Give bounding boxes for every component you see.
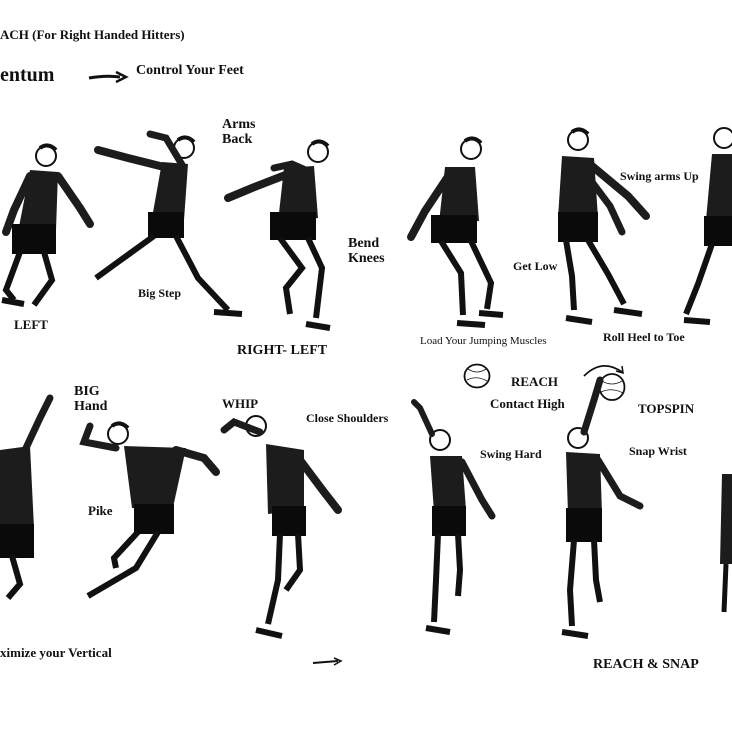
player-figure-icon xyxy=(718,474,732,614)
player-figure-icon xyxy=(222,138,342,333)
player-figure-icon xyxy=(405,133,510,333)
swing-hard-label: Swing Hard xyxy=(480,447,542,461)
topspin-label: TOPSPIN xyxy=(638,401,695,416)
snap-wrist-label: Snap Wrist xyxy=(629,444,687,458)
control-feet-label: Control Your Feet xyxy=(136,63,244,78)
pike-label: Pike xyxy=(88,503,113,518)
volleyball-icon xyxy=(598,373,626,401)
maximize-vertical-label: ximize your Vertical xyxy=(0,645,112,660)
player-figure-icon xyxy=(220,410,350,642)
player-figure-icon xyxy=(76,418,226,608)
contact-high-label: Contact High xyxy=(490,396,565,411)
arms-back-label: Arms Back xyxy=(222,117,256,148)
swing-arms-up-label: Swing arms Up xyxy=(620,169,699,183)
reach-label: REACH xyxy=(511,374,558,389)
big-hand-label: BIG Hand xyxy=(74,384,108,415)
arrow-right-icon xyxy=(88,70,129,84)
player-figure-icon xyxy=(0,388,60,603)
momentum-heading: entum xyxy=(0,64,55,86)
player-figure-icon xyxy=(682,124,732,334)
arrow-right-icon xyxy=(312,657,343,666)
bend-knees-label: Bend Knees xyxy=(348,236,385,267)
get-low-label: Get Low xyxy=(513,259,558,273)
roll-heel-label: Roll Heel to Toe xyxy=(603,330,685,344)
player-figure-icon xyxy=(556,376,651,642)
player-figure-icon xyxy=(408,399,498,635)
player-figure-icon xyxy=(552,126,657,331)
reach-snap-label: REACH & SNAP xyxy=(593,657,699,672)
close-shoulders-label: Close Shoulders xyxy=(306,411,389,425)
subtitle-label: ACH (For Right Handed Hitters) xyxy=(0,27,185,42)
whip-label: WHIP xyxy=(222,396,259,411)
player-figure-icon xyxy=(88,128,248,323)
player-figure-icon xyxy=(0,140,95,320)
load-muscles-label: Load Your Jumping Muscles xyxy=(420,335,547,347)
curved-arrow-icon xyxy=(583,365,624,377)
right-left-label: RIGHT- LEFT xyxy=(237,343,328,358)
left-label: LEFT xyxy=(14,317,48,332)
volleyball-icon xyxy=(463,363,491,389)
big-step-label: Big Step xyxy=(138,286,182,300)
